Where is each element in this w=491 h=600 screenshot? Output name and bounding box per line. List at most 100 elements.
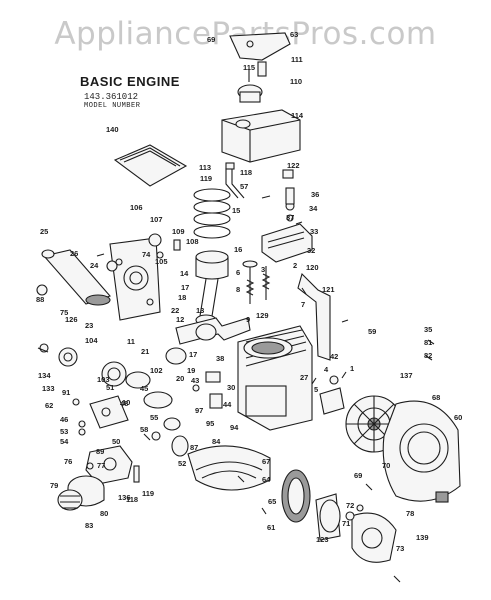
part-number-label: 72 bbox=[346, 501, 354, 510]
part-number-label: 35 bbox=[424, 325, 432, 334]
part-fuel-cap bbox=[237, 84, 263, 103]
part-air-cleaner bbox=[57, 475, 105, 511]
part-number-label: 109 bbox=[172, 227, 185, 236]
part-number-label: 54 bbox=[60, 437, 69, 446]
part-number-label: 119 bbox=[200, 174, 212, 183]
part-number-label: 71 bbox=[342, 519, 350, 528]
part-number-label: 139 bbox=[416, 533, 429, 542]
part-number-label: 102 bbox=[150, 366, 163, 375]
part-number-label: 11 bbox=[127, 337, 135, 346]
part-number-label: 75 bbox=[60, 308, 68, 317]
part-number-label: 24 bbox=[90, 261, 99, 270]
part-governor bbox=[39, 343, 187, 389]
part-number-label: 95 bbox=[206, 419, 214, 428]
part-number-label: 57 bbox=[240, 182, 248, 191]
part-number-label: 55 bbox=[150, 413, 158, 422]
part-number-label: 2 bbox=[293, 261, 297, 270]
part-number-label: 27 bbox=[300, 373, 308, 382]
part-number-label: 103 bbox=[97, 375, 110, 384]
part-number-label: 81 bbox=[424, 338, 432, 347]
part-number-label: 133 bbox=[42, 384, 55, 393]
part-number-label: 63 bbox=[290, 30, 298, 39]
part-number-label: 87 bbox=[190, 443, 198, 452]
part-number-label: 140 bbox=[106, 125, 119, 134]
part-number-label: 115 bbox=[243, 63, 255, 72]
part-number-label: 122 bbox=[287, 161, 300, 170]
part-number-label: 34 bbox=[309, 204, 318, 213]
part-number-label: 119 bbox=[142, 489, 154, 498]
part-number-label: 17 bbox=[181, 283, 189, 292]
part-number-label: 118 bbox=[126, 495, 138, 504]
part-number-label: 17 bbox=[189, 350, 197, 359]
part-number-label: 18 bbox=[178, 293, 186, 302]
part-number-label: 42 bbox=[330, 352, 338, 361]
part-piston-rings bbox=[193, 188, 231, 239]
part-number-label: 19 bbox=[187, 366, 195, 375]
part-number-label: 7 bbox=[301, 300, 305, 309]
part-number-label: 8 bbox=[236, 285, 240, 294]
part-seal-ring bbox=[281, 469, 311, 523]
part-base-plate bbox=[187, 445, 271, 491]
part-air-filter bbox=[113, 144, 188, 187]
diagram-title: BASIC ENGINE bbox=[80, 74, 180, 89]
part-number-label: 108 bbox=[186, 237, 199, 246]
part-number-label: 67 bbox=[262, 457, 270, 466]
part-number-label: 6 bbox=[236, 268, 240, 277]
part-linkage bbox=[72, 395, 129, 436]
part-valves bbox=[242, 260, 271, 304]
part-number-label: 64 bbox=[262, 475, 271, 484]
part-number-label: 36 bbox=[311, 190, 319, 199]
part-number-label: 53 bbox=[60, 427, 68, 436]
part-number-label: 10 bbox=[122, 398, 130, 407]
part-number-label: 77 bbox=[97, 461, 105, 470]
part-number-label: 65 bbox=[268, 497, 276, 506]
part-number-label: 69 bbox=[207, 35, 215, 44]
part-flywheel bbox=[345, 395, 403, 453]
part-number-label: 43 bbox=[191, 376, 199, 385]
part-blower-housing bbox=[382, 400, 461, 503]
part-number-label: 9 bbox=[246, 315, 250, 324]
part-number-label: 26 bbox=[70, 249, 78, 258]
part-number-label: 59 bbox=[368, 327, 376, 336]
part-number-label: 80 bbox=[100, 509, 108, 518]
part-number-label: 126 bbox=[65, 315, 78, 324]
part-number-label: 120 bbox=[306, 263, 319, 272]
part-cap bbox=[248, 61, 267, 82]
part-cylinder-head bbox=[261, 187, 313, 263]
part-number-label: 69 bbox=[354, 471, 362, 480]
part-number-label: 76 bbox=[64, 457, 72, 466]
part-piston bbox=[195, 250, 229, 326]
part-number-label: 88 bbox=[36, 295, 44, 304]
part-number-label: 23 bbox=[85, 321, 93, 330]
part-number-label: 129 bbox=[256, 311, 269, 320]
part-number-label: 22 bbox=[171, 306, 179, 315]
part-number-label: 32 bbox=[307, 246, 315, 255]
part-number-label: 104 bbox=[85, 336, 98, 345]
part-number-label: 105 bbox=[155, 257, 168, 266]
part-number-label: 79 bbox=[50, 481, 58, 490]
part-carburetor bbox=[85, 445, 140, 485]
part-number-label: 60 bbox=[454, 413, 462, 422]
model-number: 143.361012 bbox=[84, 92, 139, 102]
part-number-label: 4 bbox=[324, 365, 329, 374]
part-number-label: 82 bbox=[424, 351, 432, 360]
part-number-label: 78 bbox=[406, 509, 414, 518]
part-number-label: 113 bbox=[199, 163, 211, 172]
part-number-label: 136 bbox=[118, 493, 131, 502]
part-number-label: 111 bbox=[291, 55, 303, 64]
part-number-label: 94 bbox=[230, 423, 239, 432]
part-side-cover bbox=[109, 237, 161, 321]
part-number-label: 51 bbox=[106, 383, 114, 392]
part-number-label: 97 bbox=[195, 406, 203, 415]
part-number-label: 20 bbox=[176, 374, 184, 383]
part-number-label: 106 bbox=[130, 203, 143, 212]
part-number-labels: 6963111115110114140113119118122573634371… bbox=[36, 30, 462, 553]
part-number-label: 48 bbox=[120, 399, 128, 408]
part-number-label: 14 bbox=[180, 269, 189, 278]
part-number-label: 61 bbox=[267, 523, 275, 532]
part-number-label: 83 bbox=[85, 521, 93, 530]
part-number-label: 62 bbox=[45, 401, 53, 410]
part-number-label: 84 bbox=[212, 437, 221, 446]
